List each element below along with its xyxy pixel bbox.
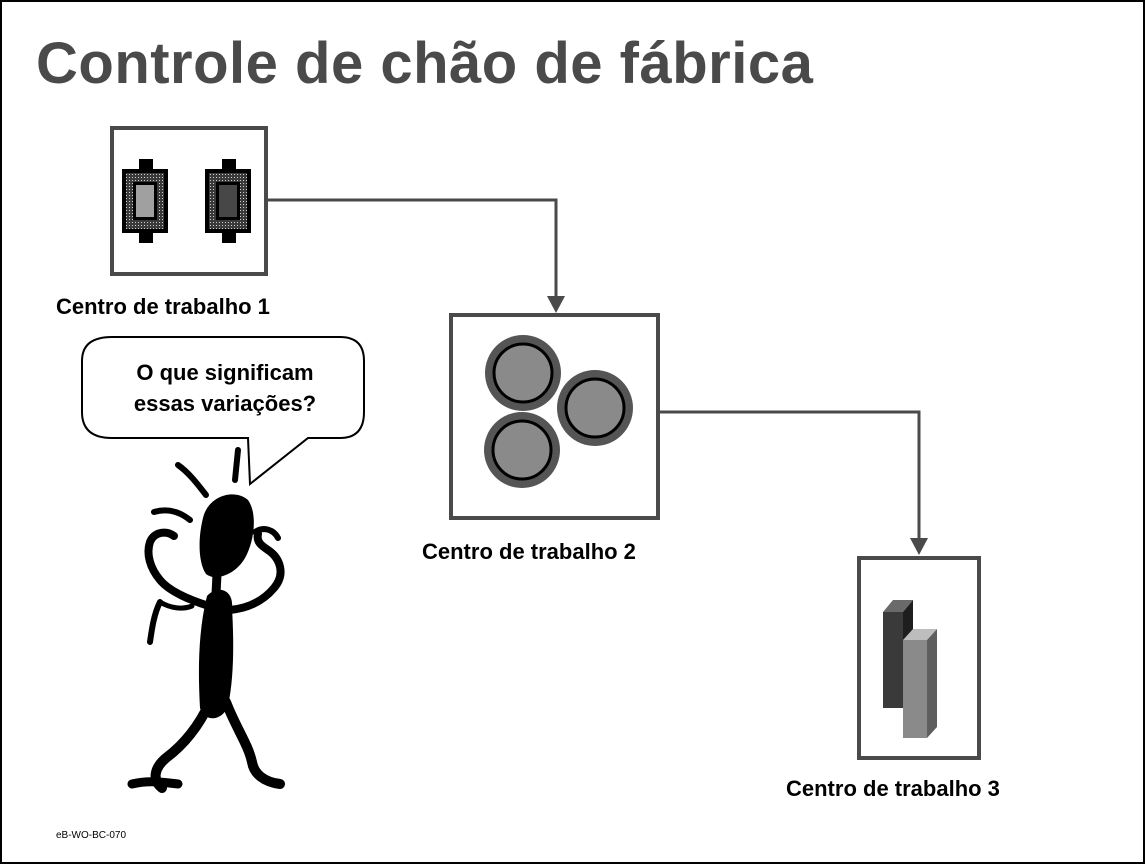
footer-code: eB-WO-BC-070: [56, 830, 127, 841]
confused-person-illustration: [127, 447, 285, 793]
drum-icon-3: [484, 412, 560, 488]
machine-icon-1: [122, 159, 168, 243]
work-center-3-box: [857, 556, 981, 760]
machine-icon-2: [205, 159, 251, 243]
work-center-1-box: [110, 126, 268, 276]
page-title: Controle de chão de fábrica: [36, 31, 814, 96]
connector-arrow-2-to-3: [658, 410, 928, 555]
speech-bubble-line-1: O que significam: [136, 360, 314, 385]
drum-icon-1: [485, 335, 561, 411]
work-center-2-label: Centro de trabalho 2: [422, 539, 636, 564]
bar-icon-light: [903, 629, 937, 738]
work-center-3-label: Centro de trabalho 3: [786, 776, 1000, 801]
work-center-1-label: Centro de trabalho 1: [56, 294, 270, 319]
speech-bubble-text: O que significam essas variações?: [94, 357, 356, 419]
connector-arrow-1-to-2: [266, 198, 565, 313]
work-center-2-box: [449, 313, 660, 520]
speech-bubble: [81, 336, 365, 487]
speech-bubble-line-2: essas variações?: [133, 391, 317, 416]
drum-icon-2: [557, 370, 633, 446]
